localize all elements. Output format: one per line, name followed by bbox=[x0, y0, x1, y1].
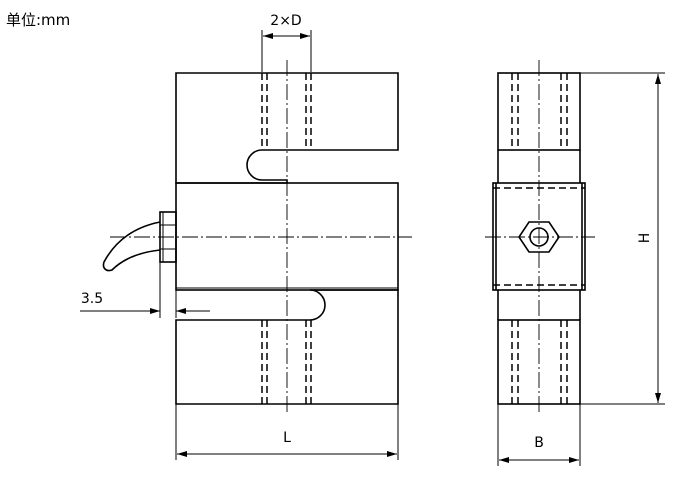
dim-bore-label: 2×D bbox=[270, 13, 301, 29]
front-view bbox=[80, 30, 412, 460]
cable-gland bbox=[159, 211, 177, 263]
dim-offset-label: 3.5 bbox=[81, 291, 103, 307]
unit-label: 单位:mm bbox=[6, 11, 71, 29]
dim-breadth-label: B bbox=[534, 435, 544, 451]
dim-length-label: L bbox=[283, 430, 291, 446]
dim-height-label: H bbox=[637, 233, 653, 244]
front-view-outline bbox=[175, 72, 399, 184]
side-view bbox=[485, 60, 665, 466]
cable bbox=[102, 221, 161, 272]
